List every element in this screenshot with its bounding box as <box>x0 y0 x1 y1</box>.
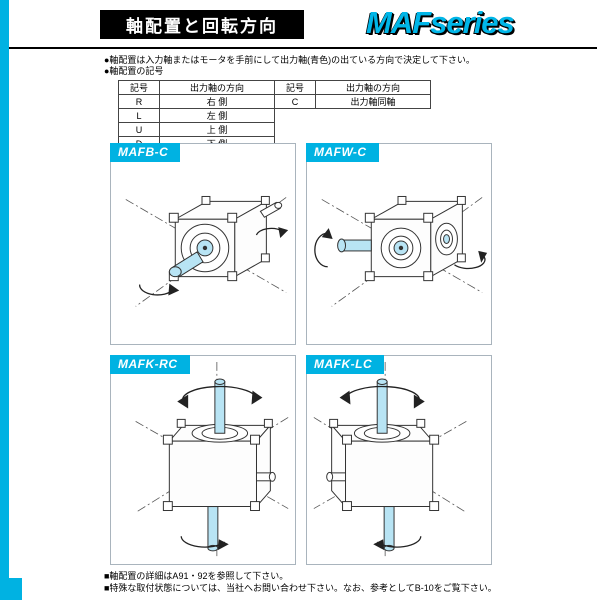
mirrored-drawing <box>313 361 467 559</box>
symbol-table-left: 記号 出力軸の方向 R 右 側 L 左 側 U 上 側 D 下 側 <box>118 80 275 151</box>
top-flange <box>353 378 411 443</box>
cell-symbol: R <box>118 94 160 109</box>
output-shaft <box>214 381 226 434</box>
panel-mafb-c: MAFB-C <box>110 143 296 345</box>
cell-symbol: C <box>274 94 316 109</box>
gearbox-drawing-mafw-c <box>314 195 488 307</box>
panel-label: MAFK-LC <box>306 355 385 374</box>
series-logo: MAFseries <box>366 5 515 40</box>
motor-flange <box>435 222 458 256</box>
corner-accent <box>0 578 22 600</box>
cell-symbol: L <box>118 108 160 123</box>
bottom-shaft <box>383 506 395 552</box>
panel-label: MAFB-C <box>110 143 181 162</box>
panel-grid: MAFB-C <box>110 143 492 565</box>
output-flange <box>337 227 422 269</box>
table-row: C 出力軸同軸 <box>274 94 431 109</box>
table-row: U 上 側 <box>118 122 275 137</box>
output-flange <box>168 223 230 278</box>
notes: ●軸配置は入力軸またはモータを手前にして出力軸(青色)の出ている方向で決定して下… <box>104 55 475 77</box>
table-row: R 右 側 <box>118 94 275 109</box>
panel-label: MAFW-C <box>306 143 379 162</box>
footer-line-1: ■軸配置の詳細はA91・92を参照して下さい。 <box>104 571 289 581</box>
rotation-arrow-icon <box>314 228 333 268</box>
table-header-row: 記号 出力軸の方向 <box>118 80 275 95</box>
table-header-symbol: 記号 <box>274 80 316 95</box>
cell-direction: 出力軸同軸 <box>315 94 431 109</box>
table-header-symbol: 記号 <box>118 80 160 95</box>
panel-label: MAFK-RC <box>110 355 190 374</box>
output-shaft <box>376 381 388 434</box>
page-title: 軸配置と回転方向 <box>126 17 278 36</box>
bottom-shaft <box>207 506 219 552</box>
top-flange <box>191 378 249 443</box>
rotation-arrow-icon <box>138 283 180 296</box>
input-shaft <box>259 201 283 218</box>
cell-direction: 左 側 <box>159 108 275 123</box>
note-line-1: ●軸配置は入力軸またはモータを手前にして出力軸(青色)の出ている方向で決定して下… <box>104 55 475 65</box>
table-header-direction: 出力軸の方向 <box>159 80 275 95</box>
panel-mafk-lc: MAFK-LC <box>306 355 492 565</box>
note-line-2: ●軸配置の記号 <box>104 66 164 76</box>
rotation-arrow-icon <box>373 536 422 551</box>
side-shaft <box>326 471 347 482</box>
panel-mafw-c: MAFW-C <box>306 143 492 345</box>
table-header-row: 記号 出力軸の方向 <box>274 80 431 95</box>
rotation-arrow-icon <box>180 536 229 551</box>
symbol-table-right: 記号 出力軸の方向 C 出力軸同軸 <box>274 80 431 109</box>
cell-symbol: U <box>118 122 160 137</box>
cell-direction: 上 側 <box>159 122 275 137</box>
symbol-table-group: 記号 出力軸の方向 R 右 側 L 左 側 U 上 側 D 下 側 記号 <box>118 80 431 151</box>
table-header-direction: 出力軸の方向 <box>315 80 431 95</box>
header-rule <box>9 47 597 49</box>
side-shaft <box>255 471 276 482</box>
rotation-arrow-icon <box>454 250 488 270</box>
gearbox-drawing-mafk-lc <box>313 361 467 559</box>
page-title-bar: 軸配置と回転方向 <box>100 10 304 39</box>
table-row: L 左 側 <box>118 108 275 123</box>
rotation-arrow-icon <box>339 385 425 409</box>
footer-line-2: ■特殊な取付状態については、当社へお問い合わせ下さい。なお、参考としてB-10を… <box>104 582 497 593</box>
rotation-arrow-icon <box>255 227 289 239</box>
cell-direction: 右 側 <box>159 94 275 109</box>
footer-notes: ■軸配置の詳細はA91・92を参照して下さい。 ■特殊な取付状態については、当社… <box>104 571 497 594</box>
rotation-arrow-icon <box>177 385 263 409</box>
panel-mafk-rc: MAFK-RC <box>110 355 296 565</box>
gearbox-drawing-mafk-rc <box>135 361 289 559</box>
gearbox-drawing-mafb-c <box>125 195 289 307</box>
left-accent-stripe <box>0 0 9 600</box>
